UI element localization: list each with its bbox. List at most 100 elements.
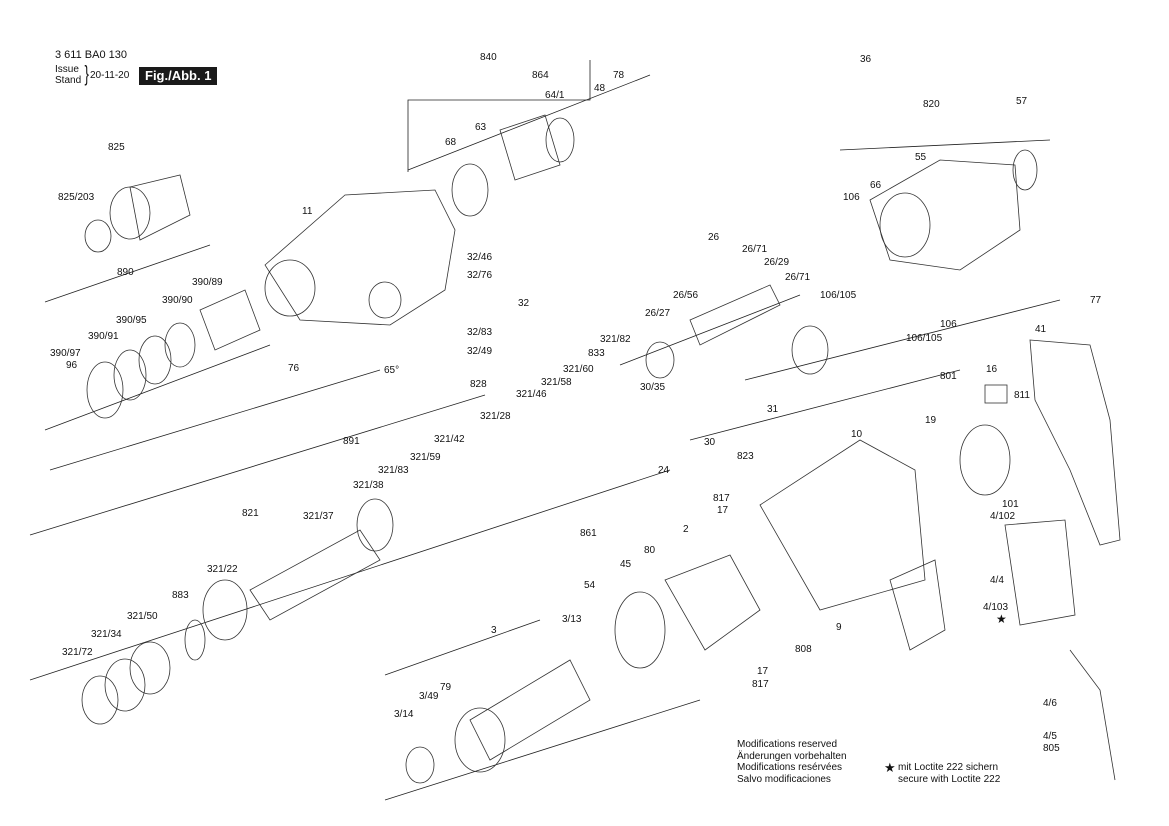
brush-holder-801 (959, 384, 1011, 496)
spring-stack (86, 289, 261, 419)
callout-54: 54 (584, 580, 596, 591)
issue-label: Issue (55, 64, 79, 75)
loctite-line-en: secure with Loctite 222 (898, 773, 1001, 785)
callout-321-42: 321/42 (434, 434, 465, 445)
callout-390-90: 390/90 (162, 295, 193, 306)
callout-3-14: 3/14 (394, 709, 414, 720)
motor-housing-10 (759, 439, 946, 651)
callout-817-a: 817 (713, 493, 730, 504)
callout-57: 57 (1016, 96, 1028, 107)
callout-861: 861 (580, 528, 597, 539)
callout-41: 41 (1035, 324, 1047, 335)
notice-line-fr: Modifications resérvées (737, 762, 843, 773)
callout-390-95: 390/95 (116, 315, 147, 326)
callout-26-56: 26/56 (673, 290, 698, 301)
callout-321-58: 321/58 (541, 377, 572, 388)
callout-3-13: 3/13 (562, 614, 582, 625)
callout-820: 820 (923, 99, 940, 110)
loctite-star-marker: ★ (996, 612, 1007, 626)
callout-65-degrees: 65° (384, 365, 399, 376)
callout-864: 864 (532, 70, 549, 81)
callout-36: 36 (860, 54, 872, 65)
callout-32-46: 32/46 (467, 252, 492, 263)
callout-76: 76 (288, 363, 300, 374)
callout-17-b: 17 (757, 666, 769, 677)
modifications-notice: Modifications reserved Änderungen vorbeh… (737, 739, 847, 785)
callout-321-83: 321/83 (378, 465, 409, 476)
callout-801: 801 (940, 371, 957, 382)
callout-30: 30 (704, 437, 716, 448)
callout-833: 833 (588, 348, 605, 359)
callout-4-4: 4/4 (990, 575, 1004, 586)
callout-66: 66 (870, 180, 882, 191)
callout-32-83: 32/83 (467, 327, 492, 338)
callout-11: 11 (302, 206, 313, 217)
callout-9: 9 (836, 622, 842, 633)
callout-106: 106 (843, 192, 860, 203)
callout-321-38: 321/38 (353, 480, 384, 491)
star-icon: ★ (884, 760, 896, 775)
callout-19: 19 (925, 415, 937, 426)
callout-321-46: 321/46 (516, 389, 547, 400)
callout-321-72: 321/72 (62, 647, 93, 658)
callout-106-105-a: 106/105 (820, 290, 857, 301)
callout-10: 10 (851, 429, 863, 440)
callout-30-35: 30/35 (640, 382, 665, 393)
callout-321-34: 321/34 (91, 629, 122, 640)
callout-883: 883 (172, 590, 189, 601)
motor-housing-820 (869, 149, 1038, 271)
callout-96: 96 (66, 360, 78, 371)
notice-line-en: Modifications reserved (737, 739, 838, 750)
callout-4-5: 4/5 (1043, 731, 1057, 742)
callout-390-97: 390/97 (50, 348, 81, 359)
callout-890: 890 (117, 267, 134, 278)
callout-3-49: 3/49 (419, 691, 439, 702)
callout-2: 2 (683, 524, 689, 535)
callout-26-71-a: 26/71 (742, 244, 767, 255)
callout-321-28: 321/28 (480, 411, 511, 422)
callout-80: 80 (644, 545, 656, 556)
callout-811: 811 (1014, 390, 1030, 401)
callout-55: 55 (915, 152, 927, 163)
callout-64-1: 64/1 (545, 90, 565, 101)
part-number: 3 611 BA0 130 (55, 49, 127, 61)
callout-32: 32 (518, 298, 530, 309)
callout-26: 26 (708, 232, 720, 243)
callout-821: 821 (242, 508, 259, 519)
callout-321-22: 321/22 (207, 564, 238, 575)
callout-390-91: 390/91 (88, 331, 119, 342)
handle-41 (1004, 339, 1121, 781)
chuck-assembly (84, 174, 191, 253)
callout-labels: 840 864 78 48 64/1 68 63 36 820 57 55 66… (50, 52, 1102, 754)
callout-321-37: 321/37 (303, 511, 334, 522)
callout-825: 825 (108, 142, 125, 153)
issue-date: 20-11-20 (90, 70, 130, 81)
callout-828: 828 (470, 379, 487, 390)
callout-3: 3 (491, 625, 497, 636)
callout-321-50: 321/50 (127, 611, 158, 622)
callout-321-59: 321/59 (410, 452, 441, 463)
callout-24: 24 (658, 465, 670, 476)
ring-set-321 (81, 619, 206, 725)
callout-840: 840 (480, 52, 497, 63)
stand-label: Stand (55, 75, 82, 86)
callout-805: 805 (1043, 743, 1060, 754)
armature-3 (405, 659, 591, 784)
callout-77: 77 (1090, 295, 1102, 306)
gear-housing (264, 189, 456, 326)
callout-79: 79 (440, 682, 452, 693)
callout-68: 68 (445, 137, 457, 148)
callout-17-a: 17 (717, 505, 729, 516)
callout-817-b: 817 (752, 679, 769, 690)
striker-assembly-821 (202, 498, 394, 641)
callout-101: 101 (1002, 499, 1019, 510)
notice-line-es: Salvo modificaciones (737, 773, 831, 785)
notice-line-de: Änderungen vorbehalten (737, 750, 847, 762)
callout-26-29: 26/29 (764, 257, 789, 268)
callout-4-6: 4/6 (1043, 698, 1057, 709)
callout-48: 48 (594, 83, 606, 94)
callout-825-203: 825/203 (58, 192, 95, 203)
loctite-line-de: mit Loctite 222 sichern (898, 762, 999, 773)
callout-4-103: 4/103 (983, 602, 1008, 613)
callout-891: 891 (343, 436, 360, 447)
